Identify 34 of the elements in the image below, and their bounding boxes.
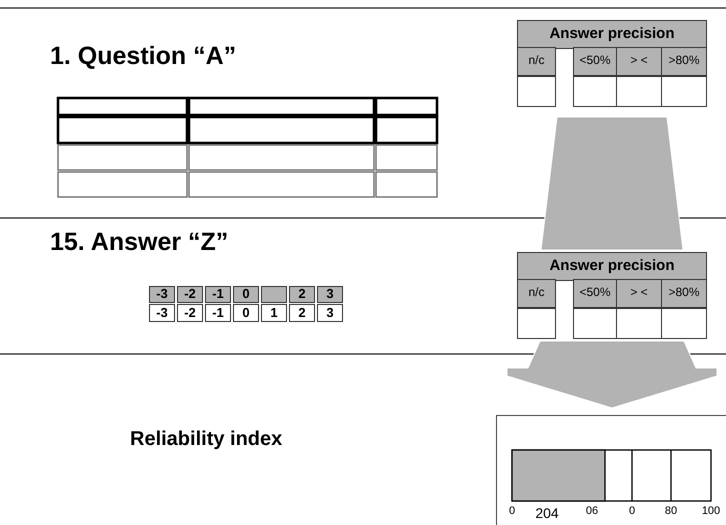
axis-tick-label: 204 xyxy=(534,505,560,521)
funnel-connector xyxy=(540,116,684,250)
axis-tick-label: 0 xyxy=(628,505,636,517)
panel-header: Answer precision xyxy=(517,252,707,281)
column-header: > < xyxy=(616,47,662,77)
scale-value: -3 xyxy=(149,286,175,303)
column-header: <50% xyxy=(573,47,617,77)
scale-value: 3 xyxy=(317,286,343,303)
scale-value: 2 xyxy=(289,304,315,322)
scale-value: -2 xyxy=(177,286,203,303)
column-header: n/c xyxy=(517,47,556,77)
scale-value: 0 xyxy=(233,286,259,303)
panel-header: Answer precision xyxy=(517,20,707,49)
section-heading: 1. Question “A” xyxy=(50,42,236,71)
axis-tick-label: 06 xyxy=(584,505,600,517)
index-label: Reliability index xyxy=(130,428,282,451)
column-header: >80% xyxy=(661,279,707,309)
column-header: > < xyxy=(616,279,662,309)
scale-value: 2 xyxy=(289,286,315,303)
scale-value: 3 xyxy=(317,304,343,322)
scale-value: -1 xyxy=(205,304,231,322)
axis-tick-label: 100 xyxy=(700,505,722,517)
axis-tick-label: 80 xyxy=(664,505,678,517)
block-arrow xyxy=(506,340,718,409)
column-header: n/c xyxy=(517,279,556,309)
column-header: <50% xyxy=(573,279,617,309)
section-heading: 15. Answer “Z” xyxy=(50,228,228,257)
scale-value: -2 xyxy=(177,304,203,322)
scale-value: -1 xyxy=(205,286,231,303)
scale-value: 1 xyxy=(261,304,287,322)
axis-tick-label: 0 xyxy=(508,505,516,517)
column-header: >80% xyxy=(661,47,707,77)
scale-value: -3 xyxy=(149,304,175,322)
scale-value: 0 xyxy=(233,304,259,322)
